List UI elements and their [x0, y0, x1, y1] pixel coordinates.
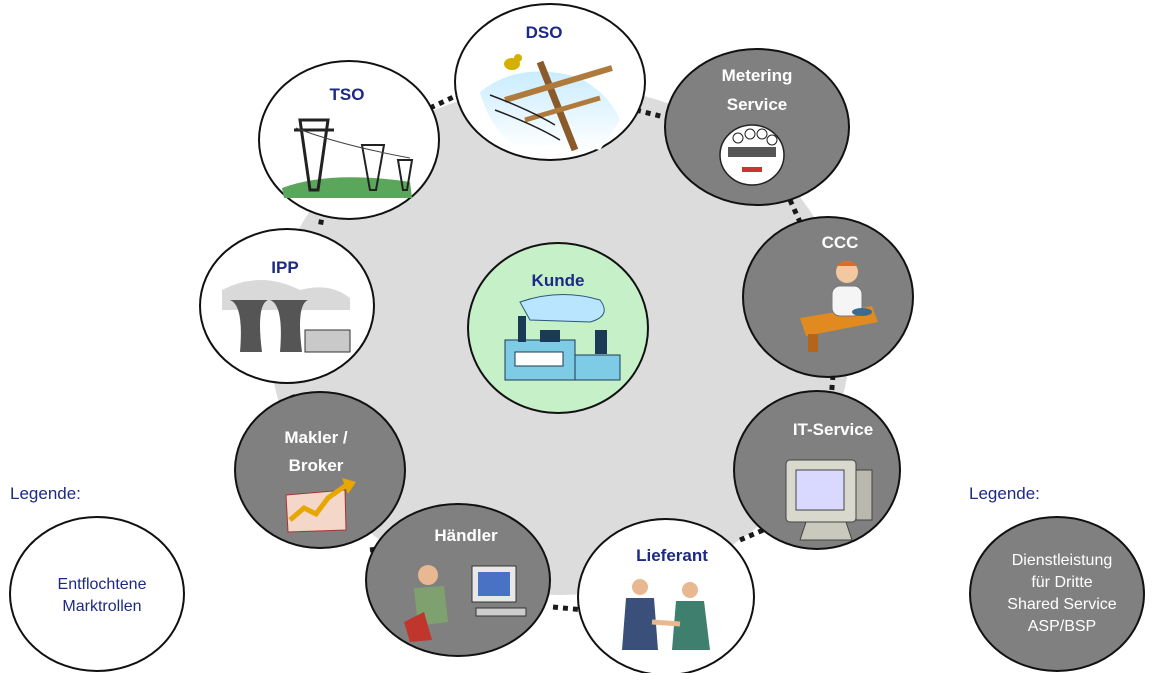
role-label-metering: Metering	[722, 66, 793, 85]
role-dso: DSO	[454, 3, 646, 161]
role-kunde: Kunde	[467, 242, 649, 414]
role-label-makler-2: Broker	[289, 456, 344, 475]
legend-right-circle	[969, 516, 1145, 672]
transmission-tower-icon	[282, 118, 414, 198]
computer-monitor-icon	[785, 459, 873, 541]
role-it: IT-Service	[733, 390, 901, 550]
legend-left-text-1: Entflochtene	[58, 576, 147, 593]
trader-desk-icon	[404, 565, 527, 642]
role-label-ipp: IPP	[271, 258, 298, 277]
role-circle-makler	[234, 391, 406, 549]
role-circle-lieferant	[577, 518, 755, 673]
role-circle-tso	[258, 60, 440, 220]
legend-right-text-4: ASP/BSP	[1028, 618, 1096, 635]
role-label-dso: DSO	[526, 23, 563, 42]
role-label-tso: TSO	[330, 85, 365, 104]
call-center-agent-icon	[800, 261, 878, 352]
legend-left: Legende: Entflochtene Marktrollen	[9, 484, 185, 672]
role-label-metering-2: Service	[727, 95, 788, 114]
role-ccc: CCC	[742, 216, 914, 378]
electricity-meter-icon	[719, 124, 785, 186]
legend-right-text-2: für Dritte	[1031, 574, 1092, 591]
legend-right-text-1: Dienstleistung	[1012, 552, 1113, 569]
power-plant-icon	[222, 280, 351, 353]
legend-right-title: Legende:	[969, 484, 1040, 503]
role-label-makler: Makler /	[284, 428, 348, 447]
role-lieferant: Lieferant	[577, 518, 755, 673]
role-makler: Makler / Broker	[234, 391, 406, 549]
role-haendler: Händler	[365, 503, 551, 657]
role-label-haendler: Händler	[434, 526, 498, 545]
legend-left-title: Legende:	[10, 484, 81, 503]
role-metering: Metering Service	[664, 48, 850, 206]
legend-right-text-3: Shared Service	[1007, 596, 1116, 613]
role-label-it: IT-Service	[793, 420, 873, 439]
role-circle-ccc	[742, 216, 914, 378]
factory-icon	[504, 294, 621, 381]
role-label-ccc: CCC	[822, 233, 859, 252]
center-label-kunde: Kunde	[532, 271, 585, 290]
role-ipp: IPP	[199, 228, 375, 384]
legend-right: Legende: Dienstleistung für Dritte Share…	[969, 484, 1145, 672]
role-label-lieferant: Lieferant	[636, 546, 708, 565]
handshake-icon	[622, 579, 710, 650]
center-circle-kunde	[467, 242, 649, 414]
power-pole-icon	[480, 54, 620, 152]
rising-chart-icon	[285, 478, 356, 533]
legend-left-text-2: Marktrollen	[62, 598, 141, 615]
legend-left-circle	[9, 516, 185, 672]
role-tso: TSO	[258, 60, 440, 220]
